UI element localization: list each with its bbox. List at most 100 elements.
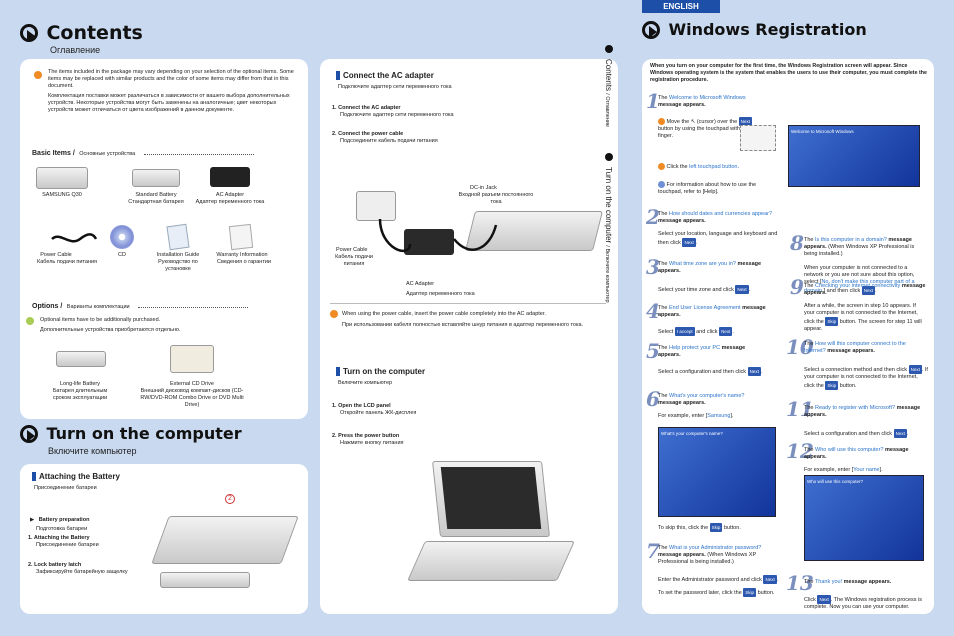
step-4-body: Select I accept and click Next. [658, 327, 734, 336]
laptop-underside-image [151, 516, 299, 564]
next-button-inline-1[interactable]: Next [738, 117, 752, 126]
step-9-pre: The [804, 283, 814, 289]
step-8-body1: When your computer is not connected to a… [804, 265, 915, 285]
side-tab-text-1: Contents / Оглавление [603, 59, 613, 127]
step-1-sub-a1: Move the [666, 118, 690, 125]
ac-note-ru: При использовании кабеля полностью встав… [342, 322, 584, 328]
ac-step-2-en: 2. Connect the power cable [332, 131, 404, 137]
step-8-pre: The [804, 237, 814, 243]
step-11-body: Select a configuration and then click Ne… [804, 429, 909, 438]
ac-note-en: When using the power cable, insert the p… [342, 311, 546, 317]
next-button-7[interactable]: Next [763, 575, 777, 584]
long-life-battery-image [56, 351, 106, 367]
step-1-sub-a3: button by using the touchpad with your f… [658, 126, 753, 139]
step-12-number: 12 [786, 439, 814, 463]
basic-item-battery-ru: Стандартная батарея [128, 199, 184, 205]
step-12-body: For example, enter [Your name]. [804, 467, 928, 474]
step-12-body-hl: Your name [853, 467, 880, 473]
step-12-pre: The [804, 447, 814, 453]
who-screen-title: Who will use this computer? [807, 479, 864, 484]
step-8-body2: ] and then click [823, 287, 861, 294]
callout-2-icon: 2 [225, 494, 235, 504]
contents-panel: The items included in the package may va… [20, 59, 308, 419]
orange-number-1-icon [658, 118, 665, 125]
options-heading-en: Options / [32, 303, 63, 310]
options-note-en: Optional items have to be additionally p… [40, 317, 161, 323]
step-3-number: 3 [646, 255, 660, 279]
step-13-highlight: Thank you! [814, 579, 843, 585]
step-12-heading: The Who will use this computer? message … [804, 447, 928, 461]
step-battery-prep: ▶ Battery preparation Подготовка батареи [30, 508, 160, 533]
step-6-skip1: To skip this, click the [658, 524, 709, 531]
step-10-post: message appears. [827, 348, 875, 354]
warranty-image [228, 223, 254, 251]
step-10-body3: button. [839, 382, 857, 389]
turnon-step-2-ru: Нажмите кнопку питания [340, 440, 404, 446]
accept-radio[interactable]: I accept [674, 327, 695, 336]
next-button-3[interactable]: Next [735, 285, 749, 294]
next-button-4[interactable]: Next [719, 327, 733, 336]
next-button-8[interactable]: Next [861, 286, 876, 295]
skip-button-6[interactable]: Skip [709, 523, 723, 532]
adapter-label-ru: Адаптер переменного тока [406, 291, 475, 297]
step-6-post: message appears. [658, 400, 706, 406]
language-tab[interactable]: ENGLISH [642, 0, 720, 13]
skip-button-7[interactable]: Skip [743, 588, 757, 597]
step-4-number: 4 [646, 299, 660, 323]
ac-step-1-ru: Подключите адаптер сети переменного тока [340, 112, 454, 118]
step-3-body-text: Select your time zone and click [658, 286, 734, 293]
step-lock: 2. Lock battery latch Зафиксируйте батар… [28, 562, 168, 576]
basic-item-warranty-ru: Сведения о гарантии [216, 259, 271, 265]
basic-items-heading: Basic Items / Основные устройства [32, 142, 294, 160]
next-button-5[interactable]: Next [747, 367, 761, 376]
green-bullet-icon [26, 317, 34, 325]
skip-button-10[interactable]: Skip [825, 381, 839, 390]
step-6-body-hl: Samsung [707, 413, 731, 419]
orange-number-2-icon [658, 163, 665, 170]
basic-item-cd-label: CD [118, 252, 126, 258]
step-9-highlight: Checking your internet connectivity [815, 283, 901, 289]
step-4-body2: and click [696, 328, 718, 335]
options-note-ru: Дополнительные устройства приобретаются … [40, 327, 181, 333]
step-5-pre: The [658, 345, 668, 351]
step-prep-en: Battery preparation [38, 517, 90, 523]
step-10-pre: The [804, 341, 814, 347]
skip-button-9[interactable]: Skip [825, 317, 839, 326]
option-battery-ru: Батарея длительным сроком эксплуатации [52, 388, 108, 401]
basic-item-cable-ru: Кабель подачи питания [36, 259, 97, 265]
attaching-title: Attaching the Battery [32, 472, 120, 481]
basic-item-guide-ru: Руководство по установке [158, 259, 198, 272]
step-3-heading: The What time zone are you in? message a… [658, 261, 778, 275]
step-7-pre: The [658, 545, 668, 551]
cursor-icon: ↖ [690, 118, 696, 125]
turnon-step-1-ru: Откройте панель ЖК-дисплея [340, 410, 417, 416]
step-1-highlight: Welcome to Microsoft Windows [669, 95, 746, 101]
option-cd-label: External CD Drive [169, 381, 214, 387]
next-button-10[interactable]: Next [908, 365, 922, 374]
step-1-sub-c-text: For information about how to use the tou… [658, 181, 757, 195]
step-8-heading: The Is this computer in a domain? messag… [804, 237, 928, 258]
basic-item-adapter-label: AC Adapter [215, 192, 245, 198]
side-tab-item2-en: Turn on the computer [604, 167, 613, 244]
step-6-body2: ]. [730, 413, 734, 419]
next-button-2[interactable]: Next [682, 238, 696, 247]
registration-intro: When you turn on your computer for the f… [650, 63, 927, 83]
step-2-post: message appears. [658, 218, 706, 224]
cd-image [110, 225, 134, 249]
step-lock-ru: Зафиксируйте батарейную защелку [36, 569, 128, 575]
step-prep-ru: Подготовка батареи [36, 526, 88, 532]
step-1-sub-b: Click the left touchpad button. [658, 163, 768, 171]
contents-title-block: Contents Оглавление [20, 22, 200, 56]
step-13-body1: Click [804, 596, 816, 603]
next-button-11[interactable]: Next [893, 429, 907, 438]
step-3-body: Select your time zone and click Next. [658, 285, 751, 294]
next-button-13[interactable]: Next [817, 595, 831, 604]
basic-item-warranty-label: Warranty Information [216, 252, 268, 258]
name-screen-title: What's your computer's name? [661, 431, 723, 436]
step-1-sub-a2: (cursor) over the [696, 118, 738, 125]
step-9-number: 9 [790, 275, 804, 299]
ac-title: Connect the AC adapter [336, 71, 434, 80]
ac-adapter-image [210, 167, 250, 187]
step-1-sub-b1: Click the [666, 163, 688, 170]
step-11-pre: The [804, 405, 814, 411]
